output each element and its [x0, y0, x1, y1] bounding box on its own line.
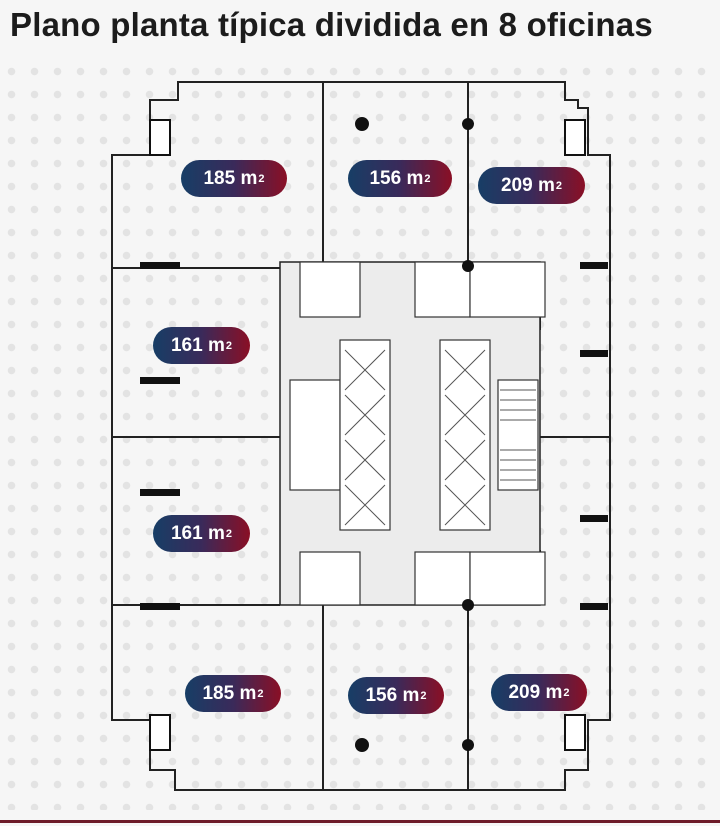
restroom — [414, 551, 471, 606]
column — [462, 118, 474, 130]
page-title: Plano planta típica dividida en 8 oficin… — [10, 6, 653, 43]
stairs — [497, 379, 539, 491]
shaft — [564, 119, 586, 156]
column — [462, 739, 474, 751]
restroom — [469, 551, 546, 606]
column — [462, 260, 474, 272]
shaft — [564, 714, 586, 751]
restroom — [299, 261, 361, 318]
column — [355, 738, 369, 752]
restroom — [289, 379, 341, 491]
shaft — [149, 119, 171, 156]
column — [355, 117, 369, 131]
shaft — [149, 714, 171, 751]
restroom — [299, 551, 361, 606]
column — [462, 599, 474, 611]
restroom — [469, 261, 546, 318]
elevator-bank — [439, 339, 491, 531]
restroom — [414, 261, 471, 318]
outer-wall — [111, 81, 611, 791]
elevator-bank — [339, 339, 391, 531]
footer-rule — [0, 820, 720, 823]
